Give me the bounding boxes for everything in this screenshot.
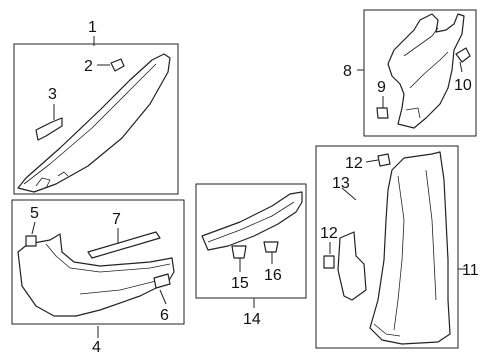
b-pillar-upper-trim bbox=[387, 13, 465, 129]
retainer-3 bbox=[35, 117, 63, 141]
callout-2: 2 bbox=[84, 58, 93, 75]
callout-10: 10 bbox=[454, 77, 472, 94]
callout-12-lower: 12 bbox=[320, 225, 338, 242]
clip-16 bbox=[263, 241, 279, 253]
group-1-a-pillar bbox=[13, 43, 179, 195]
callout-6: 6 bbox=[160, 307, 169, 324]
group-14-frame bbox=[195, 183, 307, 299]
trim-clip-2 bbox=[110, 58, 125, 72]
callout-16: 16 bbox=[264, 267, 282, 284]
scuff-plate bbox=[201, 191, 303, 251]
callout-1: 1 bbox=[88, 19, 97, 36]
callout-4: 4 bbox=[92, 339, 101, 356]
callout-5: 5 bbox=[30, 205, 39, 222]
group-8-b-pillar-upper bbox=[363, 9, 477, 137]
group-11-frame bbox=[315, 145, 459, 349]
group-4-rocker bbox=[11, 199, 185, 325]
fastener-6 bbox=[153, 273, 171, 289]
group-11-b-pillar-lower bbox=[315, 145, 459, 349]
clip-12-upper bbox=[377, 153, 391, 167]
callout-9: 9 bbox=[377, 79, 386, 96]
callout-7: 7 bbox=[112, 211, 121, 228]
callout-12-upper: 12 bbox=[345, 155, 363, 172]
b-pillar-lower-trim bbox=[369, 151, 451, 345]
clip-12-lower bbox=[323, 255, 335, 269]
group-4-frame bbox=[11, 199, 185, 325]
callout-14: 14 bbox=[243, 311, 261, 328]
group-8-frame bbox=[363, 9, 477, 137]
group-14-scuff-plate bbox=[195, 183, 307, 299]
sill-strip-7 bbox=[87, 231, 161, 259]
callout-3: 3 bbox=[48, 86, 57, 103]
callout-numbers: 1 2 3 4 5 6 7 8 9 10 11 12 12 13 14 15 1… bbox=[30, 19, 479, 356]
clip-5 bbox=[25, 235, 37, 247]
clip-15 bbox=[231, 245, 247, 259]
callout-15: 15 bbox=[231, 275, 249, 292]
rocker-trim bbox=[17, 233, 175, 317]
callout-13: 13 bbox=[332, 175, 350, 192]
leader-lines bbox=[31, 36, 466, 338]
group-1-frame bbox=[13, 43, 179, 195]
callout-8: 8 bbox=[343, 63, 352, 80]
bezel-10 bbox=[455, 47, 471, 63]
seat-belt-guide-9 bbox=[376, 107, 389, 119]
callout-11: 11 bbox=[462, 262, 479, 279]
inner-panel-13 bbox=[337, 231, 367, 301]
